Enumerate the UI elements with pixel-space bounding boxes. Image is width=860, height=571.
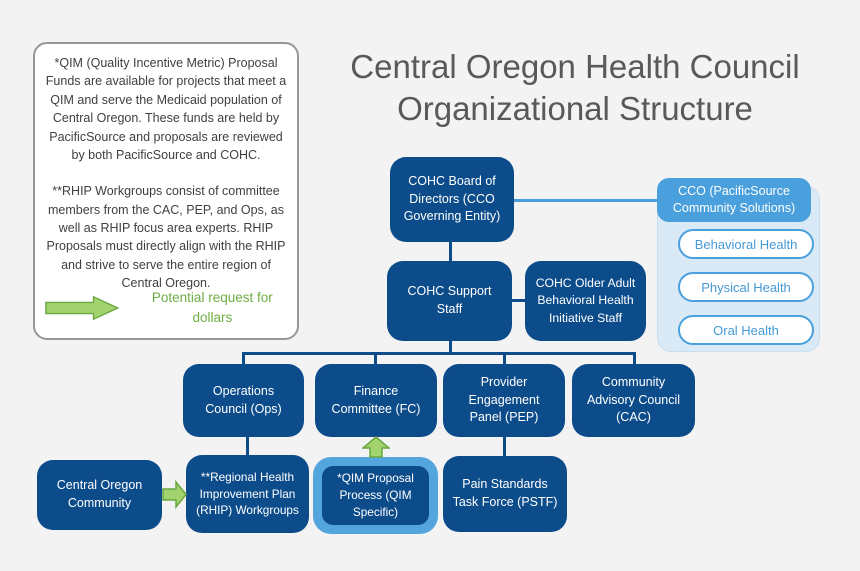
page-title: Central Oregon Health Council Organizati…	[300, 46, 850, 130]
node-community-advisory-council: Community Advisory Council (CAC)	[572, 364, 695, 437]
node-pain-standards-task-force: Pain Standards Task Force (PSTF)	[443, 456, 567, 532]
rhip-footnote-text: **RHIP Workgroups consist of committee m…	[46, 184, 286, 291]
connector-ops-rhip	[246, 436, 249, 456]
connector-board-support	[449, 241, 452, 262]
connector-drop-cac	[633, 354, 636, 365]
node-qim-proposal-process: *QIM Proposal Process (QIM Specific)	[322, 466, 429, 525]
connector-support-older	[511, 299, 526, 302]
connector-drop-ops	[242, 354, 245, 365]
connector-drop-pep	[503, 354, 506, 365]
page-title-line2: Organizational Structure	[397, 90, 753, 128]
node-cohc-support-staff: COHC Support Staff	[387, 261, 512, 341]
green-up-arrow-qim-finance-icon	[362, 436, 390, 458]
connector-pep-pstf	[503, 436, 506, 457]
connector-branch-bar	[242, 352, 636, 355]
cco-item-behavioral-health: Behavioral Health	[678, 229, 814, 259]
cco-item-oral-health: Oral Health	[678, 315, 814, 345]
node-provider-engagement-panel: Provider Engagement Panel (PEP)	[443, 364, 565, 437]
qim-footnote-text: *QIM (Quality Incentive Metric) Proposal…	[45, 56, 287, 162]
node-rhip-workgroups: **Regional Health Improvement Plan (RHIP…	[186, 455, 309, 533]
legend-label: Potential request for dollars	[151, 290, 273, 326]
node-central-oregon-community: Central Oregon Community	[37, 460, 162, 530]
legend-row: Potential request for dollars	[45, 288, 289, 328]
connector-board-cco	[514, 199, 657, 202]
connector-support-branch	[449, 340, 452, 353]
cco-header-box: CCO (PacificSource Community Solutions)	[657, 178, 811, 222]
green-right-arrow-icon	[45, 295, 120, 321]
node-operations-council: Operations Council (Ops)	[183, 364, 304, 437]
node-finance-committee: Finance Committee (FC)	[315, 364, 437, 437]
cco-item-physical-health: Physical Health	[678, 272, 814, 302]
green-right-arrow-community-rhip-icon	[162, 480, 187, 509]
node-qim-proposal-highlight: *QIM Proposal Process (QIM Specific)	[313, 457, 438, 534]
node-older-adult-staff: COHC Older Adult Behavioral Health Initi…	[525, 261, 646, 341]
footnote-box: *QIM (Quality Incentive Metric) Proposal…	[33, 42, 299, 340]
connector-drop-fc	[374, 354, 377, 365]
node-cohc-board: COHC Board of Directors (CCO Governing E…	[390, 157, 514, 242]
page-title-line1: Central Oregon Health Council	[350, 48, 800, 85]
